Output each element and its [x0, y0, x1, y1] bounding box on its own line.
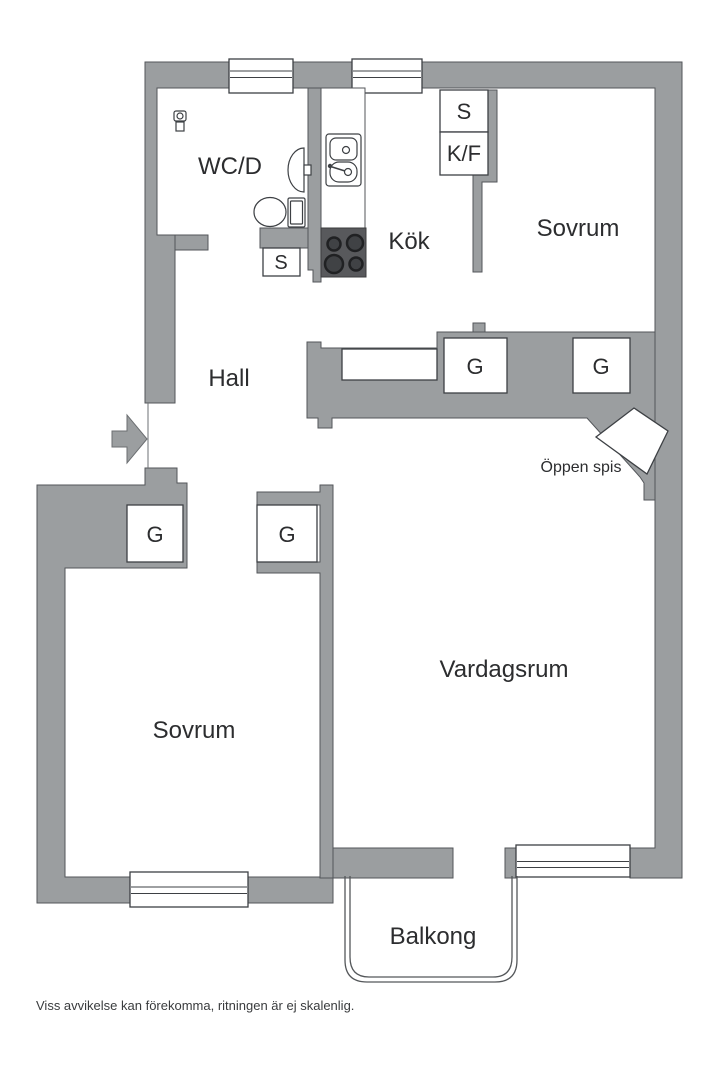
- wardrobe-label-4: G: [278, 522, 295, 547]
- entrance-arrow-icon: [111, 413, 148, 465]
- window-icon-livingroom: [515, 844, 631, 878]
- stove-icon: [320, 227, 367, 278]
- wardrobe-label-2: G: [592, 354, 609, 379]
- fridge-freezer-label: K/F: [447, 141, 481, 166]
- wall-wcd-door-stub: [174, 234, 209, 251]
- wardrobe-box-2: [572, 337, 631, 394]
- wardrobe-box-3: [126, 504, 184, 563]
- wardrobe-label-1: G: [466, 354, 483, 379]
- cabinet-box-wc: [262, 247, 301, 277]
- room-label-sovrum-top: Sovrum: [537, 215, 620, 242]
- wall-wcd-kitchen: [307, 87, 322, 283]
- room-label-vardagsrum: Vardagsrum: [440, 656, 569, 683]
- window-icon-top-kitchen: [351, 58, 423, 94]
- wall-bottom-livingroom-mid: [504, 847, 518, 879]
- wall-bottom-livingroom-left: [332, 847, 454, 879]
- washbasin-icon: [287, 147, 312, 193]
- room-label-kok: Kök: [388, 228, 430, 255]
- room-label-balkong: Balkong: [390, 923, 477, 950]
- room-label-hall: Hall: [208, 365, 249, 392]
- toilet-icon: [253, 196, 306, 228]
- disclaimer-text: Viss avvikelse kan förekomma, ritningen …: [36, 998, 354, 1013]
- fireplace-icon: [594, 407, 669, 475]
- window-icon-bottom-bedroom: [129, 871, 249, 908]
- label-oppen-spis: Öppen spis: [541, 458, 622, 476]
- water-tap-icon: [173, 110, 187, 132]
- cabinet-label-wc: S: [274, 252, 287, 274]
- wardrobe-label-3: G: [146, 522, 163, 547]
- window-icon-top-left: [228, 58, 294, 94]
- cabinet-label-kitchen: S: [457, 99, 472, 124]
- balcony-outline: [344, 876, 518, 983]
- wardrobe-box-1: [443, 337, 508, 394]
- wall-wcd-bottom: [259, 227, 309, 249]
- wall-left-lower-mass: [36, 467, 334, 904]
- room-label-sovrum-bottom: Sovrum: [153, 717, 236, 744]
- wardrobe-box-4: [256, 504, 318, 563]
- wall-kitchen-door-stub: [472, 322, 486, 333]
- room-label-wcd: WC/D: [198, 153, 262, 180]
- kitchen-sink-icon: [325, 133, 362, 187]
- hall-recess: [341, 348, 438, 381]
- fridge-freezer-box: [439, 131, 489, 176]
